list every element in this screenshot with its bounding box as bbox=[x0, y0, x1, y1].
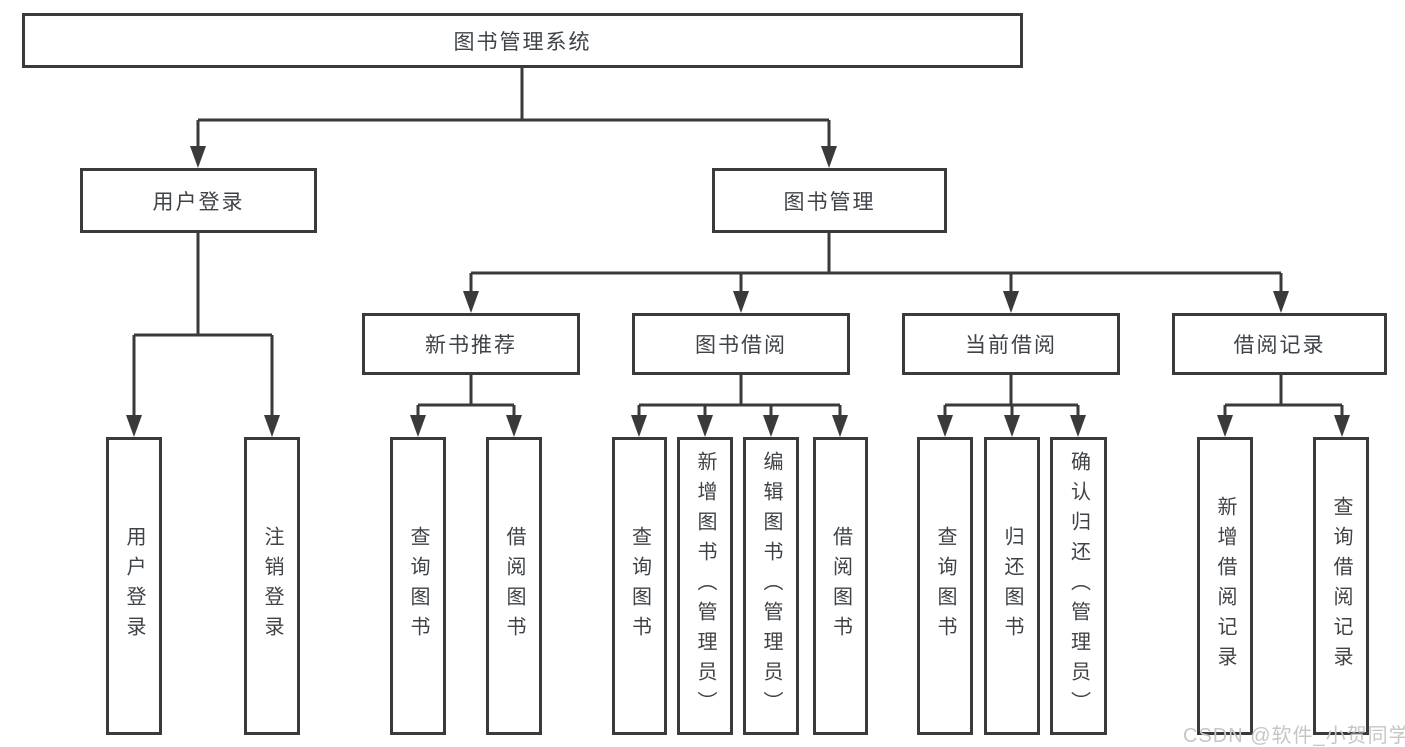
leaf-user-login: 用户登录 bbox=[106, 437, 162, 735]
leaf-label: 借阅图书 bbox=[503, 526, 525, 646]
leaf-return-book: 归还图书 bbox=[984, 437, 1040, 735]
leaf-label: 编辑图书（管理员） bbox=[760, 451, 782, 721]
node-label: 新书推荐 bbox=[425, 334, 517, 357]
leaf-label: 注销登录 bbox=[261, 526, 283, 646]
leaf-label: 确认归还（管理员） bbox=[1067, 451, 1090, 721]
leaf-label: 查询借阅记录 bbox=[1330, 496, 1352, 676]
leaf-label: 用户登录 bbox=[123, 526, 145, 646]
leaf-label: 新增图书（管理员） bbox=[694, 451, 716, 721]
leaf-label: 归还图书 bbox=[1001, 526, 1023, 646]
node-label: 借阅记录 bbox=[1233, 334, 1326, 357]
leaf-label: 查询图书 bbox=[628, 526, 651, 646]
node-label: 当前借阅 bbox=[965, 334, 1057, 357]
leaf-add-borrow-record: 新增借阅记录 bbox=[1197, 437, 1253, 735]
leaf-query-book-current: 查询图书 bbox=[917, 437, 973, 735]
node-new-book-recommend: 新书推荐 bbox=[362, 313, 580, 375]
node-label: 用户登录 bbox=[152, 190, 245, 214]
leaf-edit-book-admin: 编辑图书（管理员） bbox=[743, 437, 799, 735]
node-book-borrow: 图书借阅 bbox=[632, 313, 850, 375]
leaf-label: 新增借阅记录 bbox=[1214, 496, 1236, 676]
node-book-management: 图书管理 bbox=[712, 168, 947, 233]
leaf-label: 查询图书 bbox=[934, 526, 956, 646]
leaf-borrow-book: 借阅图书 bbox=[813, 437, 868, 735]
node-user-login: 用户登录 bbox=[80, 168, 317, 233]
leaf-label: 查询图书 bbox=[407, 526, 429, 646]
node-library-system: 图书管理系统 bbox=[22, 13, 1023, 68]
leaf-confirm-return-admin: 确认归还（管理员） bbox=[1050, 437, 1107, 735]
arrow-down-icons bbox=[126, 146, 1350, 437]
node-label: 图书借阅 bbox=[695, 334, 787, 357]
node-borrow-records: 借阅记录 bbox=[1172, 313, 1387, 375]
node-current-borrow: 当前借阅 bbox=[902, 313, 1120, 375]
leaf-query-book-recommend: 查询图书 bbox=[390, 437, 446, 735]
leaf-add-book-admin: 新增图书（管理员） bbox=[677, 437, 733, 735]
leaf-label: 借阅图书 bbox=[829, 526, 852, 646]
leaf-borrow-book-recommend: 借阅图书 bbox=[486, 437, 542, 735]
leaf-logout: 注销登录 bbox=[244, 437, 300, 735]
node-label: 图书管理系统 bbox=[453, 30, 592, 54]
csdn-watermark: CSDN @软件_小贺同学 bbox=[1183, 725, 1405, 747]
leaf-query-borrow-record: 查询借阅记录 bbox=[1313, 437, 1369, 735]
leaf-query-book-borrow: 查询图书 bbox=[612, 437, 667, 735]
node-label: 图书管理 bbox=[783, 190, 876, 214]
